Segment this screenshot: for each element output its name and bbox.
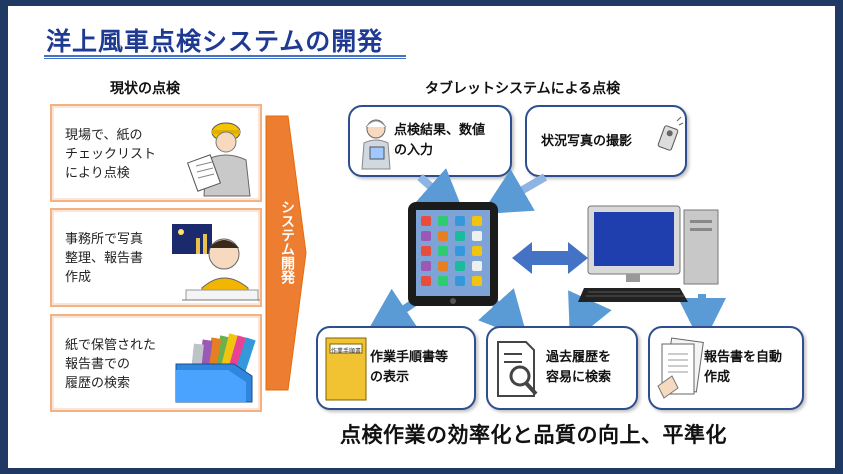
app-icon xyxy=(438,231,448,241)
current-item-2: 事務所で写真 整理、報告書 作成 xyxy=(50,208,262,307)
development-arrow-label: システム開発 xyxy=(279,200,295,284)
current-item-1-text: 現場で、紙の チェックリスト により点検 xyxy=(65,128,157,181)
slide-title: 洋上風車点検システムの開発 xyxy=(46,27,384,56)
app-icon xyxy=(472,246,482,256)
app-icon xyxy=(421,246,431,256)
app-icon xyxy=(421,216,431,226)
paper-folders-illustration xyxy=(175,333,256,403)
development-arrow xyxy=(265,115,307,391)
app-icon xyxy=(438,261,448,271)
app-icon xyxy=(472,261,482,271)
manual-book-label: 作業手順書 xyxy=(331,348,362,355)
photo-capture-text: 状況写真の撮影 xyxy=(541,134,633,149)
right-heading: タブレットシステムによる点検 xyxy=(425,81,621,97)
app-icon xyxy=(455,261,465,271)
current-item-2-text: 事務所で写真 整理、報告書 作成 xyxy=(65,232,144,285)
app-icon xyxy=(472,216,482,226)
app-icon xyxy=(421,261,431,271)
app-icon xyxy=(438,246,448,256)
input-results-text: 点検結果、数値 の入力 xyxy=(394,123,486,158)
auto-report-text: 報告書を自動 作成 xyxy=(704,350,783,385)
office-worker-illustration xyxy=(172,224,260,301)
left-heading: 現状の点検 xyxy=(110,81,180,97)
bottom-message: 点検作業の効率化と品質の向上、平準化 xyxy=(340,423,727,447)
worker-tablet-icon xyxy=(361,119,391,170)
tablet-illustration xyxy=(408,202,498,306)
manual-book-icon xyxy=(325,337,367,401)
title-underline xyxy=(44,55,406,57)
title-underline-2 xyxy=(44,58,406,59)
current-item-3-text: 紙で保管された 報告書での 履歴の検索 xyxy=(65,338,157,391)
app-icon xyxy=(438,276,448,286)
history-search-box: 過去履歴を 容易に検索 xyxy=(486,326,638,410)
photo-capture-box: 状況写真の撮影 xyxy=(525,105,687,177)
app-icon xyxy=(455,216,465,226)
document-search-icon xyxy=(497,341,538,397)
current-item-1: 現場で、紙の チェックリスト により点検 xyxy=(50,104,262,202)
history-search-text: 過去履歴を 容易に検索 xyxy=(546,350,612,385)
auto-report-box: 報告書を自動 作成 xyxy=(648,326,804,410)
camera-phone-icon xyxy=(657,116,684,151)
report-document-icon xyxy=(657,337,704,399)
app-icon xyxy=(438,216,448,226)
current-item-3: 紙で保管された 報告書での 履歴の検索 xyxy=(50,314,262,412)
app-icon xyxy=(455,246,465,256)
app-icon xyxy=(455,276,465,286)
app-icon xyxy=(472,276,482,286)
app-icon xyxy=(421,231,431,241)
inspector-checklist-illustration xyxy=(186,122,251,197)
app-icon xyxy=(455,231,465,241)
app-icon xyxy=(421,276,431,286)
procedure-display-box: 作業手順書 作業手順書等 の表示 xyxy=(316,326,476,410)
app-icon xyxy=(472,231,482,241)
procedure-display-text: 作業手順書等 の表示 xyxy=(370,350,449,385)
desktop-pc-illustration xyxy=(578,205,719,302)
